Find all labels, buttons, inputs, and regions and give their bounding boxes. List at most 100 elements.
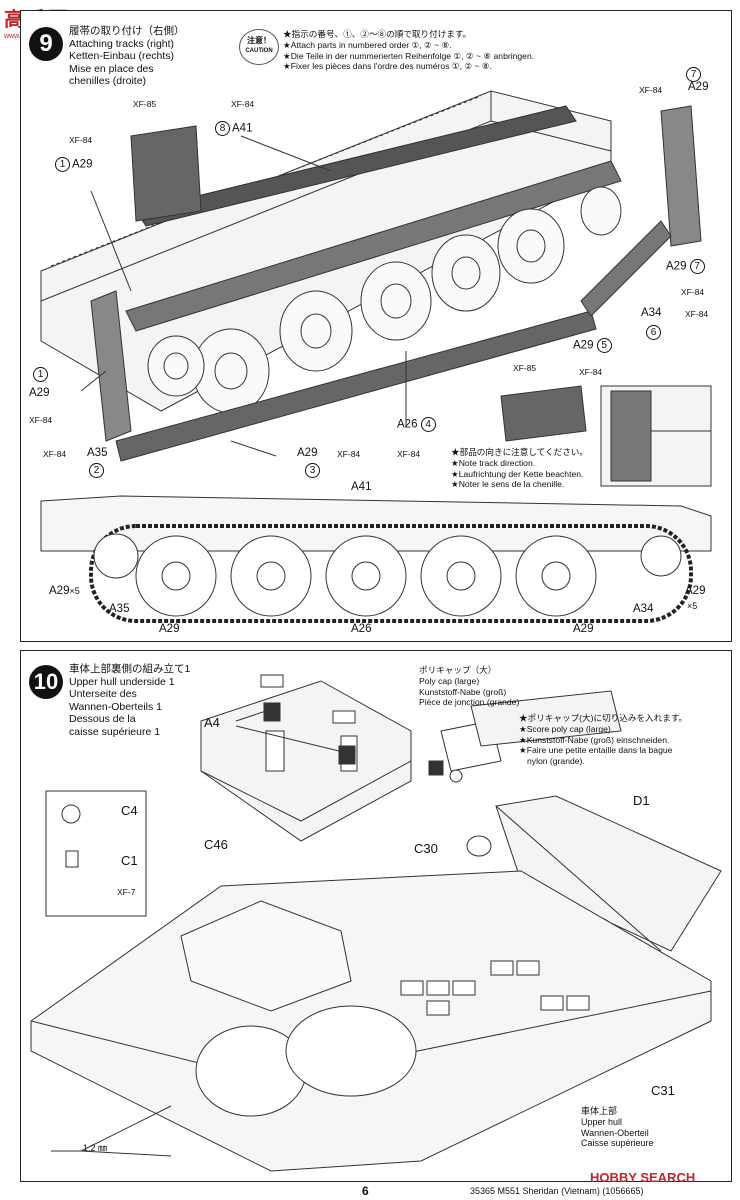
order-number: 1	[55, 157, 70, 172]
note-line: nylon (grande).	[527, 756, 585, 767]
caution-text: ★指示の番号、①、②～⑧の順で取り付けます。 ★Attach parts in …	[283, 29, 534, 72]
drill-size-label: 1.2 ㎜	[83, 1143, 108, 1153]
caution-ja: 注意！	[247, 36, 271, 45]
part-label: A34	[641, 307, 661, 319]
order-number: 8	[215, 121, 230, 136]
part-label: A29 7	[666, 259, 707, 274]
part-label: A4	[204, 715, 220, 730]
part-id: A29	[72, 158, 93, 171]
title-de-1: Unterseite des	[69, 688, 137, 700]
page-number: 6	[362, 1184, 369, 1198]
step-number-badge: 9	[29, 27, 63, 61]
part-label: A29	[685, 585, 706, 597]
note-line: Wannen-Oberteil	[581, 1127, 649, 1138]
title-en: Upper hull underside 1	[69, 675, 175, 688]
watermark-brand: HOBBY SEARCH	[590, 1170, 696, 1185]
part-label: C1	[121, 853, 138, 868]
note-line: ★Kunststoff-Nabe (groß) einschneiden.	[519, 734, 670, 745]
polycap-label: ポリキャップ（大） Poly cap (large) Kunststoff-Na…	[419, 665, 519, 708]
paint-label: XF-84	[579, 367, 603, 377]
part-label: A35	[109, 603, 130, 615]
note-line: 車体上部	[581, 1106, 618, 1116]
title-de-2: Wannen-Oberteils 1	[69, 700, 162, 713]
part-label: A29	[573, 623, 594, 635]
svg-text:高: 高	[4, 7, 24, 31]
part-label: A26 4	[397, 417, 438, 432]
part-label: C30	[414, 841, 438, 856]
order-number: 5	[596, 338, 612, 353]
caution-line: ★Die Teile in der nummerierten Reihenfol…	[283, 50, 535, 61]
part-id: A41	[232, 122, 253, 135]
part-id: A34	[641, 307, 662, 319]
part-label: 6	[646, 325, 663, 340]
paint-label: XF-84	[69, 135, 93, 145]
note-line: Poly cap (large)	[419, 675, 480, 686]
title-en: Attaching tracks (right)	[69, 37, 175, 50]
part-label: A41	[351, 481, 372, 493]
part-label: C31	[651, 1083, 675, 1098]
part-label: A29	[29, 387, 50, 399]
caution-line: ★Attach parts in numbered order ①, ② ~ ⑧…	[283, 39, 452, 50]
note-line: Caisse supérieure	[581, 1138, 654, 1149]
paint-label: XF-84	[43, 449, 67, 459]
order-number: 6	[646, 325, 661, 340]
title-ja: 履帯の取り付け（右側）	[69, 25, 185, 37]
part-id: A29	[573, 339, 594, 352]
part-label: 1	[33, 367, 50, 382]
note-line: ★ポリキャップ(大)に切り込みを入れます。	[519, 713, 688, 723]
title-fr-1: Mise en place des	[69, 62, 154, 75]
paint-label: XF-84	[337, 449, 361, 459]
part-label: 2	[89, 463, 106, 478]
order-number: 1	[33, 367, 48, 382]
part-label: C4	[121, 803, 138, 818]
paint-label: XF-84	[231, 99, 255, 109]
step10-panel: 10 車体上部裏側の組み立て1 Upper hull underside 1 U…	[20, 650, 732, 1182]
note-line: ★Faire une petite entaille dans la bague	[519, 745, 673, 756]
step-number-badge: 10	[29, 665, 63, 699]
part-label: A29	[159, 623, 180, 635]
paint-label: XF-85	[133, 99, 157, 109]
note-line: ★Score poly cap (large).	[519, 723, 614, 734]
step9-title: 履帯の取り付け（右側） Attaching tracks (right) Ket…	[69, 25, 185, 88]
part-id: A26	[397, 418, 418, 431]
part-id: A29	[49, 585, 70, 597]
part-label: A29	[297, 447, 318, 459]
part-label: A29×5	[49, 585, 80, 597]
paint-label: XF-7	[117, 887, 136, 897]
hull-label: 車体上部 Upper hull Wannen-Oberteil Caisse s…	[581, 1106, 654, 1149]
step9-panel: 9 履帯の取り付け（右側） Attaching tracks (right) K…	[20, 10, 732, 642]
caution-en: CAUTION	[245, 48, 273, 54]
order-number: 4	[420, 417, 436, 432]
note-line: ★Note track direction.	[451, 457, 536, 468]
part-label: 7	[686, 67, 703, 82]
part-label: A26	[351, 623, 372, 635]
order-number: 3	[305, 463, 320, 478]
product-code: 35365 M551 Sheridan (Vietnam) (1056665)	[470, 1186, 644, 1196]
note-line: Kunststoff-Nabe (groß)	[419, 686, 507, 697]
quantity: ×5	[687, 601, 698, 611]
track-direction-note: ★部品の向きに注意してください。 ★Note track direction. …	[451, 447, 588, 490]
note-line: ★Noter le sens de la chenille.	[451, 479, 565, 490]
title-de: Ketten-Einbau (rechts)	[69, 50, 175, 62]
part-label: A29 5	[573, 338, 614, 353]
paint-label: XF-84	[685, 309, 709, 319]
title-fr-2: caisse supérieure 1	[69, 725, 161, 738]
title-fr-2: chenilles (droite)	[69, 75, 147, 87]
step10-illustration	[30, 674, 722, 1172]
paint-label: XF-84	[397, 449, 421, 459]
polycap-note: ★ポリキャップ(大)に切り込みを入れます。 ★Score poly cap (l…	[519, 713, 687, 767]
title-fr-1: Dessous de la	[69, 713, 136, 725]
part-label: C46	[204, 837, 228, 852]
part-label: A35	[87, 447, 108, 459]
part-label: 3	[305, 463, 322, 478]
step10-title: 車体上部裏側の組み立て1 Upper hull underside 1 Unte…	[69, 663, 190, 738]
part-label: A34	[633, 603, 654, 615]
note-line: ★部品の向きに注意してください。	[451, 447, 588, 457]
part-label: D1	[633, 793, 650, 808]
step9-illustration	[40, 90, 712, 623]
order-number: 7	[689, 259, 705, 274]
part-label: A29	[688, 81, 709, 93]
paint-label: XF-84	[639, 85, 663, 95]
caution-line: ★指示の番号、①、②～⑧の順で取り付けます。	[283, 29, 472, 39]
